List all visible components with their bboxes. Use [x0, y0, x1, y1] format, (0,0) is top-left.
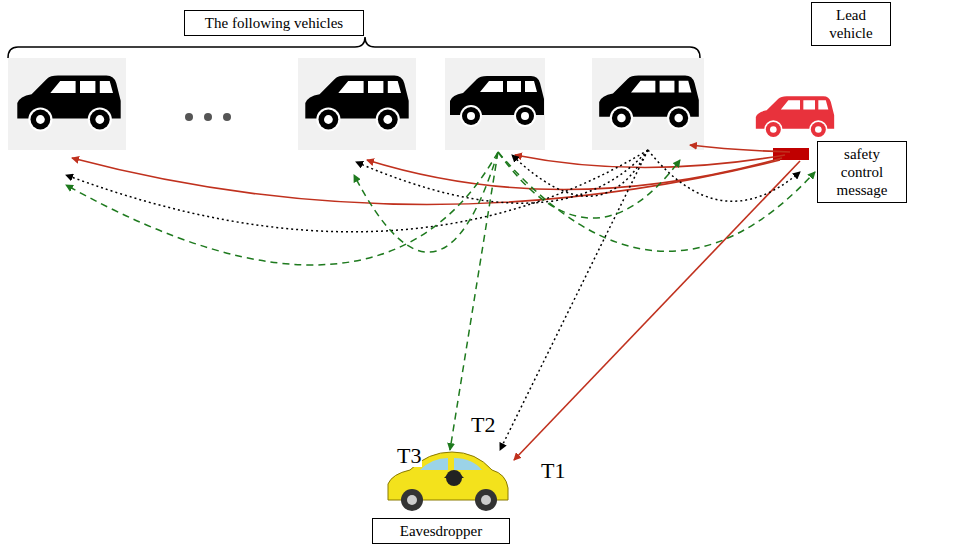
- lead-vehicle-box: Lead vehicle: [811, 2, 891, 46]
- following-car: [450, 76, 544, 127]
- black-transmission: [66, 150, 800, 450]
- red-transmission: [72, 145, 800, 460]
- ellipsis-dots: [185, 113, 231, 121]
- time-label: T2: [470, 414, 496, 436]
- green-transmission: [66, 152, 815, 450]
- box-text: safety control message: [824, 145, 900, 199]
- following-car: [599, 76, 699, 130]
- lead-car: [756, 96, 834, 139]
- eavesdropper-box: Eavesdropper: [372, 518, 510, 544]
- following-car: [17, 76, 120, 132]
- box-text: Eavesdropper: [379, 522, 503, 540]
- time-label: T1: [540, 460, 566, 482]
- box-text: The following vehicles: [191, 14, 357, 32]
- following-car: [305, 76, 408, 132]
- group-brace: [8, 37, 700, 58]
- group-title-box: The following vehicles: [184, 10, 364, 36]
- box-text: Lead vehicle: [818, 6, 884, 42]
- time-label: T3: [396, 445, 422, 467]
- message-box: safety control message: [817, 141, 907, 203]
- car-background: [8, 58, 704, 150]
